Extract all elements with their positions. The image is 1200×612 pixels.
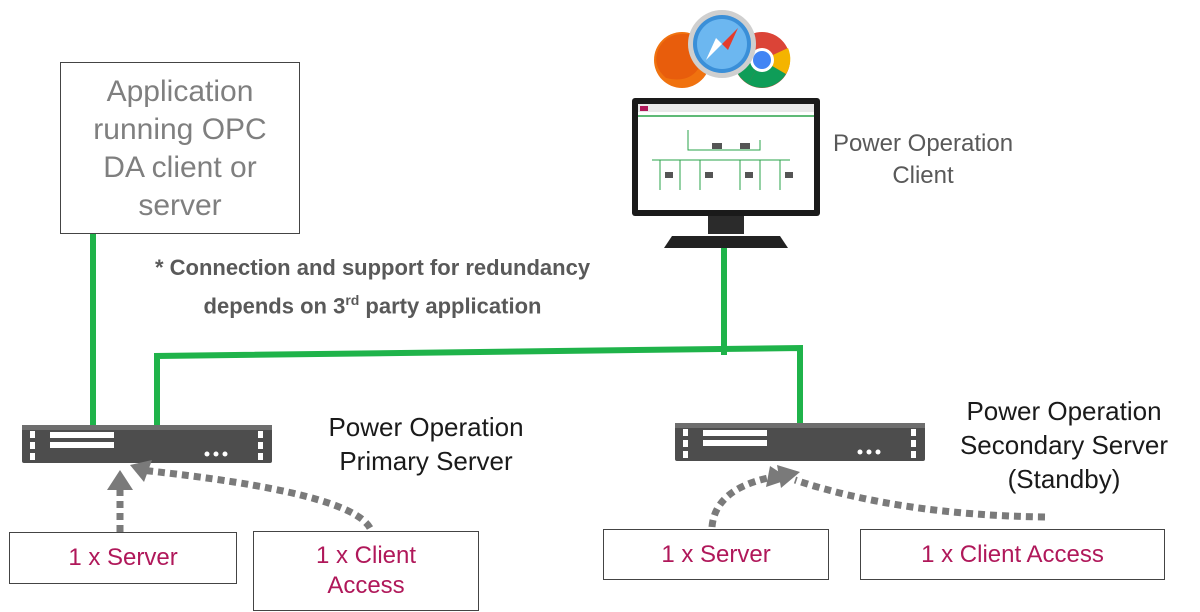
license-text: 1 x Server: [661, 540, 771, 568]
label-line: Power Operation: [966, 396, 1162, 426]
label-line: Primary Server: [339, 446, 513, 476]
network-lines: [90, 231, 803, 431]
license-text: 1 x Client: [315, 542, 417, 569]
label-line: Power Operation: [832, 130, 1014, 157]
app-box-line: running OPC: [93, 113, 267, 146]
license-text: Access: [327, 572, 405, 599]
license-text: 1 x Client Access: [921, 540, 1104, 568]
note-line: * Connection and support for redundancy: [154, 255, 591, 280]
secondary-server-label: Power Operation Secondary Server (Standb…: [934, 394, 1194, 496]
arrowhead-icon: [107, 470, 133, 490]
label-line: Client: [892, 162, 954, 189]
note-line: depends on 3rd party application: [100, 284, 645, 322]
app-box-line: server: [138, 189, 222, 222]
note-superscript: rd: [345, 292, 360, 308]
label-line: (Standby): [1007, 464, 1121, 494]
primary-server-label: Power Operation Primary Server: [296, 410, 556, 478]
power-operation-client-label: Power Operation Client: [818, 128, 1028, 192]
label-line: Secondary Server: [959, 430, 1169, 460]
primary-client-access-license: 1 x Client Access: [253, 531, 479, 611]
license-text: 1 x Server: [68, 544, 178, 571]
opc-application-box: Application running OPC DA client or ser…: [60, 62, 300, 234]
secondary-client-access-license: 1 x Client Access: [860, 529, 1165, 580]
secondary-server-icon: [675, 423, 925, 461]
arrowhead-icon: [130, 460, 152, 482]
secondary-client-license-arrow: [793, 476, 1046, 521]
arrowhead-icon: [777, 465, 800, 488]
network-bus-line: [154, 344, 803, 431]
redundancy-note: * Connection and support for redundancy …: [100, 252, 645, 322]
app-box-line: Application: [106, 75, 254, 108]
primary-client-license-arrow: [139, 466, 374, 530]
note-text: party application: [359, 293, 542, 319]
label-line: Power Operation: [328, 412, 524, 442]
safari-icon: [688, 10, 756, 78]
primary-server-license: 1 x Server: [9, 532, 237, 584]
secondary-server-license-arrow: [708, 474, 769, 528]
arrowhead-icon: [766, 466, 790, 487]
note-text: depends on 3: [203, 293, 346, 319]
app-box-line: DA client or: [103, 151, 257, 184]
monitor-icon: [632, 98, 820, 248]
primary-server-icon: [22, 425, 272, 463]
secondary-server-license: 1 x Server: [603, 529, 829, 580]
